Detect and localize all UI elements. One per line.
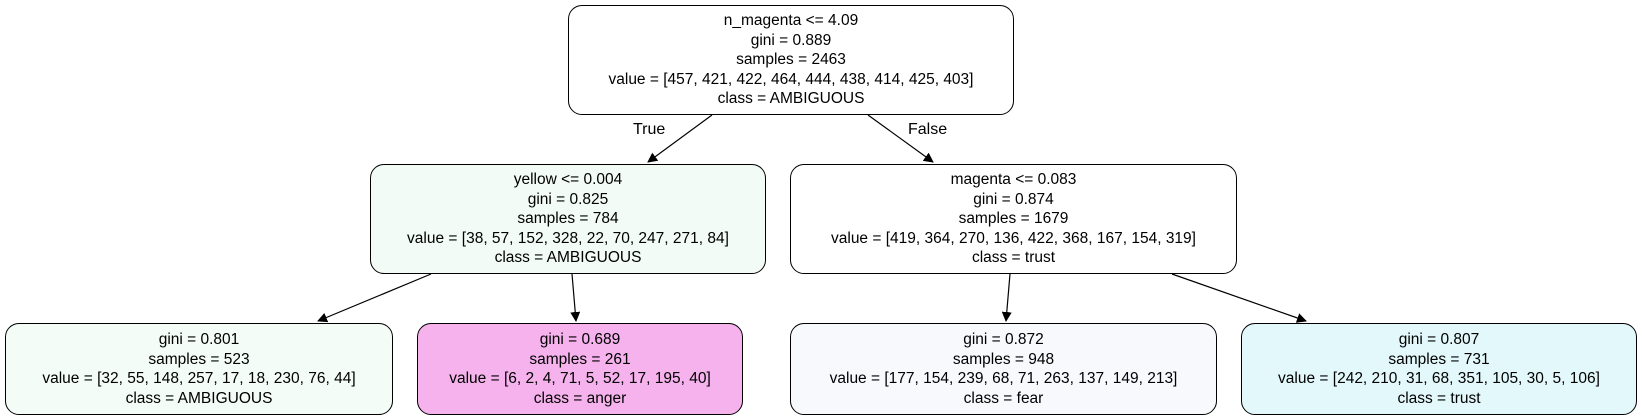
node-value: value = [457, 421, 422, 464, 444, 438, 4… xyxy=(608,70,974,88)
node-samples: samples = 523 xyxy=(148,350,250,368)
node-class: class = AMBIGUOUS xyxy=(717,90,865,108)
node-value: value = [177, 154, 239, 68, 71, 263, 137… xyxy=(829,370,1178,387)
edge-label-false: False xyxy=(908,121,948,138)
node-gini: gini = 0.689 xyxy=(539,331,621,348)
node-gini: gini = 0.874 xyxy=(973,190,1054,208)
tree-node-right: magenta <= 0.083 gini = 0.874 samples = … xyxy=(790,164,1237,274)
edge-label-true: True xyxy=(633,121,666,138)
tree-node-root: n_magenta <= 4.09 gini = 0.889 samples =… xyxy=(568,5,1014,115)
node-gini: gini = 0.825 xyxy=(527,190,609,208)
node-value: value = [419, 364, 270, 136, 422, 368, 1… xyxy=(831,229,1196,247)
node-split-rule: n_magenta <= 4.09 xyxy=(723,12,859,30)
node-gini: gini = 0.801 xyxy=(158,331,240,348)
node-class: class = trust xyxy=(971,249,1056,267)
node-split-rule: magenta <= 0.083 xyxy=(950,171,1077,189)
tree-leaf-right-left: gini = 0.872 samples = 948 value = [177,… xyxy=(790,323,1217,415)
node-value: value = [242, 210, 31, 68, 351, 105, 30,… xyxy=(1278,370,1600,387)
node-split-rule: yellow <= 0.004 xyxy=(513,171,623,189)
edge-left-to-left-left xyxy=(317,273,432,323)
node-samples: samples = 261 xyxy=(529,350,631,368)
node-gini: gini = 0.872 xyxy=(963,331,1044,348)
node-class: class = anger xyxy=(533,389,627,407)
node-class: class = AMBIGUOUS xyxy=(494,249,642,267)
node-samples: samples = 1679 xyxy=(958,210,1069,228)
node-gini: gini = 0.807 xyxy=(1398,331,1480,348)
edge-root-to-right xyxy=(867,114,934,163)
edge-left-to-left-right xyxy=(570,273,581,322)
tree-node-left: yellow <= 0.004 gini = 0.825 samples = 7… xyxy=(370,164,766,274)
edge-root-to-left xyxy=(647,114,713,163)
node-gini: gini = 0.889 xyxy=(750,31,832,49)
node-samples: samples = 948 xyxy=(952,350,1055,368)
edge-right-to-right-left xyxy=(1001,273,1012,322)
node-value: value = [38, 57, 152, 328, 22, 70, 247, … xyxy=(407,229,729,247)
tree-leaf-left-left: gini = 0.801 samples = 523 value = [32, … xyxy=(5,323,393,415)
node-samples: samples = 784 xyxy=(517,210,619,228)
node-samples: samples = 731 xyxy=(1388,350,1490,368)
node-value: value = [6, 2, 4, 71, 5, 52, 17, 195, 40… xyxy=(449,370,711,387)
tree-leaf-left-right: gini = 0.689 samples = 261 value = [6, 2… xyxy=(417,323,743,415)
node-class: class = AMBIGUOUS xyxy=(125,389,273,407)
node-class: class = fear xyxy=(963,389,1044,407)
tree-leaf-right-right: gini = 0.807 samples = 731 value = [242,… xyxy=(1241,323,1637,415)
edge-right-to-right-right xyxy=(1171,273,1307,323)
node-class: class = trust xyxy=(1397,389,1481,407)
node-value: value = [32, 55, 148, 257, 17, 18, 230, … xyxy=(42,370,356,387)
node-samples: samples = 2463 xyxy=(736,51,846,69)
